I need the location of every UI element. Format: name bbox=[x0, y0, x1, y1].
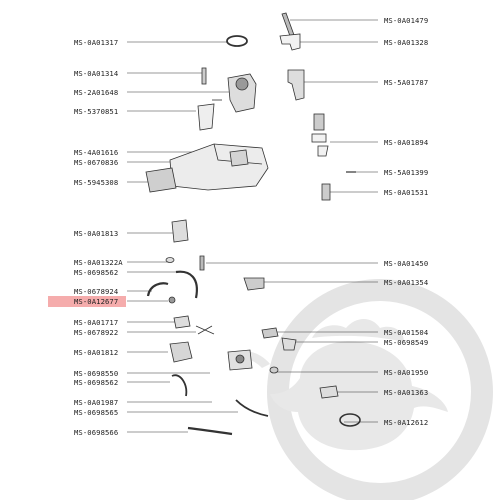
part-label[interactable]: MS-0A01328 bbox=[384, 38, 429, 47]
part-label[interactable]: MS-4A01616 bbox=[74, 148, 119, 157]
part-label[interactable]: MS-0A01950 bbox=[384, 368, 429, 377]
part-label[interactable]: MS-0A01504 bbox=[384, 328, 429, 337]
part-label[interactable]: MS-0670836 bbox=[74, 158, 119, 167]
watermark-logo bbox=[232, 279, 493, 500]
part-label[interactable]: MS-0A01813 bbox=[74, 229, 119, 238]
part-label[interactable]: MS-0A01322A bbox=[74, 258, 123, 267]
part-label[interactable]: MS-0A01479 bbox=[384, 16, 429, 25]
part-label[interactable]: MS-0A01894 bbox=[384, 138, 429, 147]
part-label[interactable]: MS-0A01354 bbox=[384, 278, 429, 287]
part-label[interactable]: MS-0698562 bbox=[74, 268, 119, 277]
part-label[interactable]: MS-0698566 bbox=[74, 428, 119, 437]
part-label[interactable]: MS-0A01314 bbox=[74, 69, 119, 78]
part-label[interactable]: MS-0A01317 bbox=[74, 38, 119, 47]
part-label[interactable]: MS-0698565 bbox=[74, 408, 119, 417]
part-label[interactable]: MS-0A01363 bbox=[384, 388, 429, 397]
part-label[interactable]: MS-5945308 bbox=[74, 178, 119, 187]
part-label[interactable]: MS-5A01787 bbox=[384, 78, 429, 87]
part-label[interactable]: MS-0698550 bbox=[74, 369, 119, 378]
part-label-selected[interactable]: MS-0A12677 bbox=[74, 297, 119, 306]
part-sketches bbox=[145, 12, 361, 436]
part-label[interactable]: MS-0678924 bbox=[74, 287, 119, 296]
part-label[interactable]: MS-0A01987 bbox=[74, 398, 119, 407]
selected-part-highlight bbox=[48, 296, 126, 307]
part-label[interactable]: MS-2A01648 bbox=[74, 88, 119, 97]
part-label[interactable]: MS-0A01812 bbox=[74, 348, 119, 357]
part-label[interactable]: MS-5A01399 bbox=[384, 168, 429, 177]
part-label[interactable]: MS-0698562 bbox=[74, 378, 119, 387]
part-label[interactable]: MS-5370851 bbox=[74, 107, 119, 116]
part-label[interactable]: MS-0698549 bbox=[384, 338, 429, 347]
leader-lines bbox=[127, 19, 378, 433]
part-label[interactable]: MS-0A01531 bbox=[384, 188, 429, 197]
part-label[interactable]: MS-0A01717 bbox=[74, 318, 119, 327]
part-label[interactable]: MS-0678922 bbox=[74, 328, 119, 337]
part-label[interactable]: MS-0A01450 bbox=[384, 259, 429, 268]
part-label[interactable]: MS-0A12612 bbox=[384, 418, 429, 427]
